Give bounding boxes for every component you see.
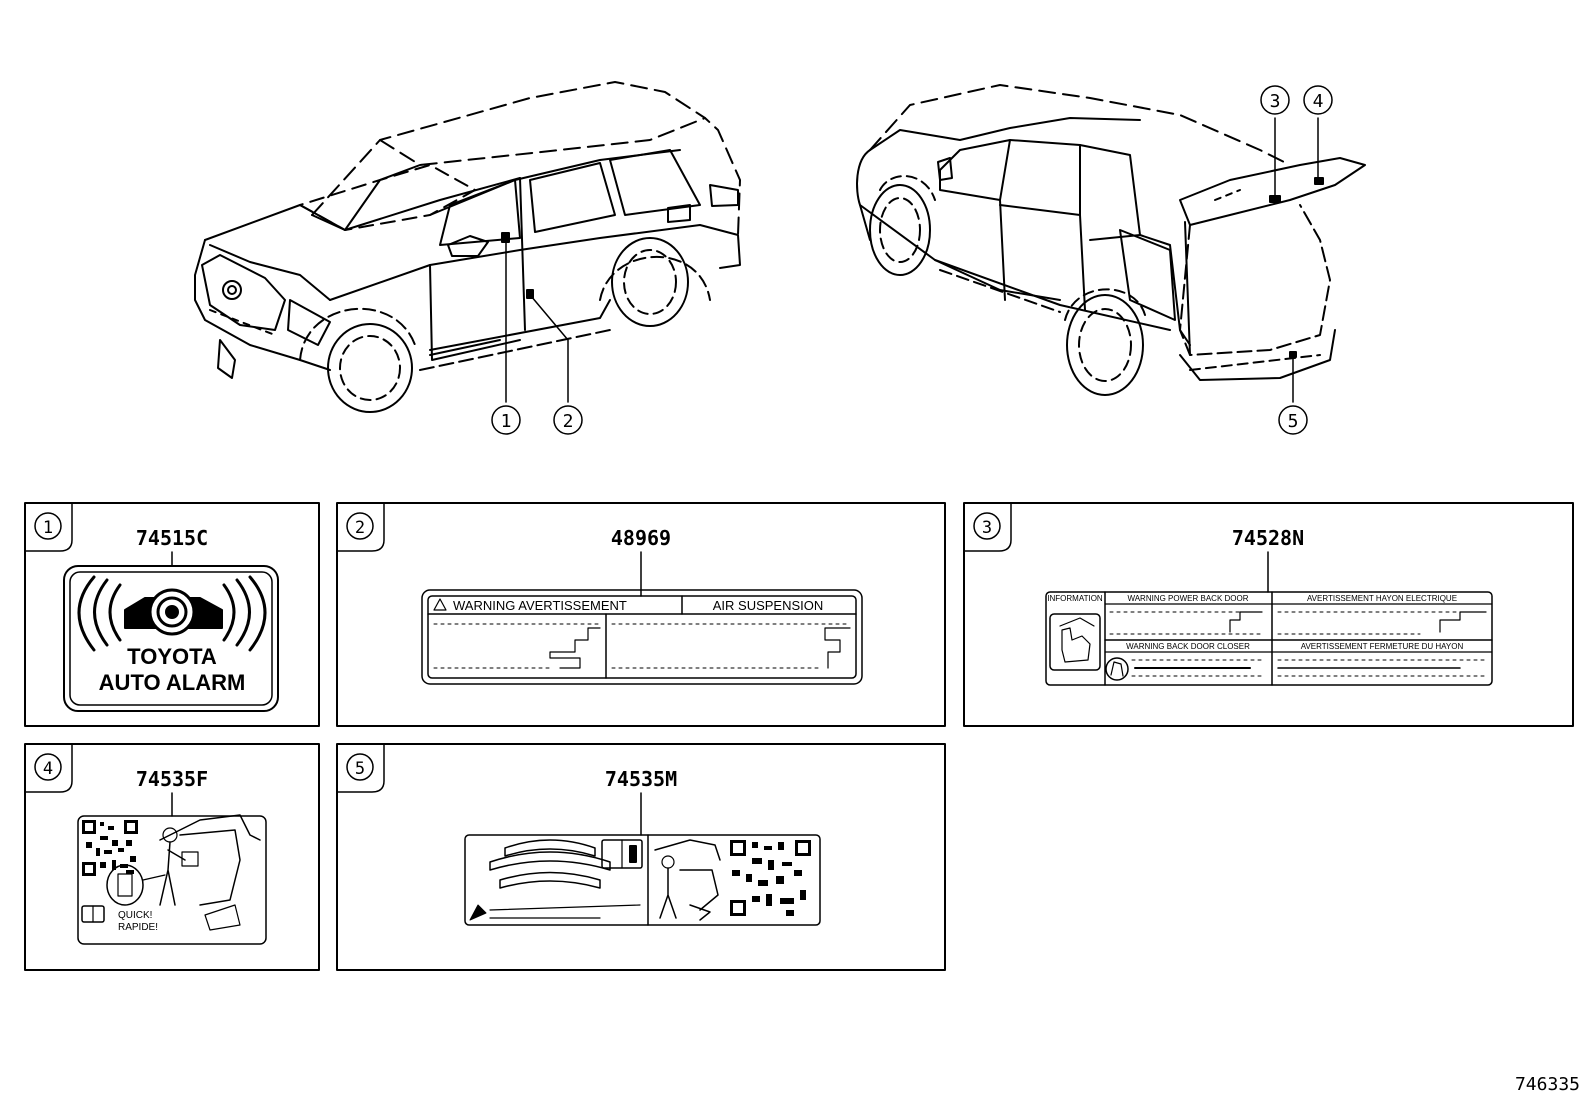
svg-text:5: 5 — [1288, 411, 1299, 432]
alarm-label-line-2: AUTO ALARM — [99, 670, 246, 695]
kick-sensor-label — [464, 834, 821, 926]
quick-liftgate-label: QUICK! RAPIDE! — [77, 814, 267, 945]
panel-3-part-number: 74528N — [1232, 526, 1304, 550]
callout-5: 5 — [1278, 405, 1308, 435]
rear-vehicle-illustration — [856, 84, 1366, 403]
panel-1-number: 1 — [43, 518, 53, 538]
callout-3: 3 — [1260, 85, 1290, 115]
row2-right-text: AVERTISSEMENT FERMETURE DU HAYON — [1301, 642, 1464, 651]
panel-4-number: 4 — [43, 759, 53, 779]
quick-caption-line-2: RAPIDE! — [118, 922, 158, 933]
row1-right-text: AVERTISSEMENT HAYON ELECTRIQUE — [1307, 594, 1457, 603]
panel-5-part-number: 74535M — [605, 767, 677, 791]
panel-2: 2 48969 WARNING AVERTISSEMENT AIR SUSPEN… — [336, 502, 946, 727]
panel-1: 1 74515C TOYOTA AUTO ALARM — [24, 502, 320, 727]
panel-4-part-number: 74535F — [136, 767, 208, 791]
power-back-door-label: INFORMATION WARNING POWER BACK DOOR AVER… — [1045, 591, 1493, 686]
alarm-label-line-1: TOYOTA — [127, 644, 217, 669]
panel-1-part-number: 74515C — [136, 526, 208, 550]
air-suspension-title-text: AIR SUSPENSION — [713, 598, 824, 613]
callout-4: 4 — [1303, 85, 1333, 115]
auto-alarm-label: TOYOTA AUTO ALARM — [63, 565, 279, 712]
row2-left-text: WARNING BACK DOOR CLOSER — [1126, 642, 1250, 651]
svg-text:3: 3 — [1270, 91, 1281, 112]
panel-2-number: 2 — [355, 518, 365, 538]
callout-2: 2 — [553, 405, 583, 435]
svg-text:4: 4 — [1313, 91, 1324, 112]
panel-5-number: 5 — [355, 759, 365, 779]
information-text: INFORMATION — [1047, 594, 1103, 603]
air-suspension-label: WARNING AVERTISSEMENT AIR SUSPENSION — [421, 589, 863, 685]
panel-2-part-number: 48969 — [611, 526, 671, 550]
panel-4: 4 74535F — [24, 743, 320, 971]
panel-3: 3 74528N INFORMATION WARNING POWER BACK … — [963, 502, 1574, 727]
quick-caption-line-1: QUICK! — [118, 910, 152, 921]
figure-id: 746335 — [1515, 1074, 1580, 1095]
callout-1: 1 — [491, 405, 521, 435]
svg-text:1: 1 — [501, 411, 512, 432]
row1-left-text: WARNING POWER BACK DOOR — [1127, 594, 1248, 603]
svg-text:2: 2 — [563, 411, 574, 432]
panel-3-number: 3 — [982, 518, 992, 538]
qr-code-icon — [82, 820, 138, 876]
panel-5: 5 74535M — [336, 743, 946, 971]
front-vehicle-illustration — [194, 81, 741, 413]
qr-code-icon — [730, 840, 811, 916]
air-suspension-warning-text: WARNING AVERTISSEMENT — [453, 598, 627, 613]
